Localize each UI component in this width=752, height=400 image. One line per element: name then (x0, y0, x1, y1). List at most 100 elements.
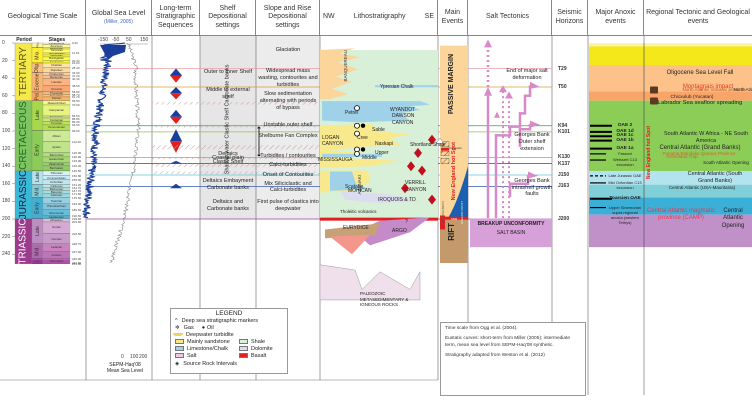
epoch-label: Late (32, 101, 43, 131)
regional-band (589, 91, 752, 101)
slope-setting-text: Widespread mass wasting, contourites and… (258, 67, 318, 88)
regional-event-label: North Atlantic Volcanic province (682, 87, 746, 93)
stage-block (42, 259, 71, 265)
period-label: JURASSIC (15, 170, 32, 220)
epoch-label: Mid. (32, 185, 43, 198)
litho-label: Naskapi (375, 140, 394, 147)
note-time-scale: Time scale from Ogg et al. (2004). (445, 326, 518, 331)
seismic-horizon-label: J150 (558, 172, 570, 178)
stage-label: Burdigalian (43, 57, 70, 61)
period-name: JURASSIC (18, 170, 30, 220)
sea-level-axis-tick: -150 (98, 37, 109, 43)
header-main-events: Main Events (438, 0, 468, 35)
litho-label: ? (405, 219, 408, 225)
stage-label: Sinemurian (43, 210, 70, 216)
volcanics-bar (441, 147, 449, 151)
source-rock-icon (428, 134, 436, 145)
end-salt-deformation-label: End of major salt deformation (506, 67, 548, 81)
abenaki-carbonate (330, 171, 370, 191)
slope-setting-text: First pulse of clastics into deepwater (257, 199, 319, 212)
sandstone-swatch (175, 339, 184, 345)
stage-label: Norian (43, 222, 70, 234)
epoch-label: E. (32, 259, 43, 264)
volcanics-label: Volcanics (449, 145, 462, 150)
litho-label: ARGO (392, 227, 407, 234)
source-rock-icon (428, 194, 436, 205)
seismic-horizon-label: T29 (558, 65, 567, 72)
anoxic-event-label: Mid Oxfordian C13 excursion (608, 179, 642, 190)
stage-label: Bartonian (43, 76, 70, 79)
header-sea-level: Global Sea Level (Miller, 2005) (86, 0, 152, 35)
litho-label: MISSISSAUGA (318, 156, 353, 163)
volcano-icon (435, 137, 445, 144)
seismic-horizon-label: T50 (558, 84, 567, 90)
stage-age: 150.80 (72, 173, 82, 178)
oceanic-crust (448, 166, 468, 219)
stage-age: 199.60 (72, 216, 82, 221)
stage-age: 85.80 (72, 116, 80, 121)
stage-age: 112.00 (72, 139, 81, 144)
stage-label: Bathonian (43, 188, 70, 191)
shelf-setting-text: Outer to Inner Shelf (204, 68, 252, 75)
stage-age: 228.70 (72, 242, 82, 247)
litho-label: Middle (362, 154, 377, 161)
age-tick-label: 180 (2, 198, 11, 205)
stage-label: Oxfordian (43, 180, 70, 185)
stage-age: 249.50 (72, 260, 82, 265)
epoch-name: Mid. (34, 246, 41, 257)
stage-label: Pleistocene (43, 43, 70, 45)
regional-event-label: Central Atlantic magmatic province (CAMP… (646, 207, 716, 222)
stage-label: Rupelian (43, 68, 70, 73)
limestone-swatch (175, 346, 184, 352)
epoch-name: Mid. (34, 185, 41, 196)
stage-age: 130.00 (72, 155, 82, 160)
epoch-label: Early (32, 131, 43, 172)
header-time-scale-label: Geological Time Scale (7, 13, 78, 21)
source-rock-icon: ◈ (175, 361, 180, 367)
litho-label: BANQUEREAU (343, 50, 348, 82)
litho-label: VERRILL CANYON (405, 180, 427, 193)
legend-item-deep-sea: ^Deep sea stratigraphic markers (175, 318, 258, 324)
oil-icon: ● (201, 325, 206, 331)
stage-label: Hettangian (43, 216, 70, 219)
age-tick-label: 60 (2, 92, 8, 99)
stage-label: Zanclean (43, 45, 70, 48)
banquereau-sand (320, 48, 360, 100)
stage-label: Coniacian (43, 119, 70, 122)
stage-age: 58.70 (72, 92, 80, 97)
header-litho-nw: NW (323, 13, 335, 21)
sea-level-bottom-label: SEPM-Haq'08 (109, 362, 141, 368)
stage-age: 133.90 (72, 158, 82, 163)
header-litho-label: Lithostratigraphy (353, 13, 406, 21)
regional-event-label: Chicxulub (Yucatan) (670, 95, 714, 101)
litho-label: EURYDICE (343, 225, 369, 232)
seismic-horizon-label: K94 (558, 122, 568, 129)
logan-canyon-sand (320, 123, 410, 168)
stage-age: 251.00 (72, 261, 82, 266)
legend-item-sandstone: Mainly sandstone (175, 339, 230, 345)
hiatus-hatch (152, 171, 320, 175)
shelf-setting-text: Coastal plain (212, 155, 244, 162)
slope-setting-text: Unstable outer shelf (263, 122, 313, 129)
legend-label: Limestone/Chalk (187, 346, 228, 352)
regional-event-label: South Atlantic Opening (703, 159, 749, 165)
slope-setting-text: Shelburne Fan Complex (258, 133, 318, 140)
legend: LEGEND ^Deep sea stratigraphic markers ✲… (170, 308, 288, 374)
regional-band (589, 197, 752, 215)
stage-age: 37.20 (72, 73, 80, 78)
regional-event-label: South Atlantic W Africa - NE South Ameri… (663, 131, 749, 145)
period-name: TRIASSIC (18, 218, 29, 265)
legend-item-source-rock: ◈Source Rock Intervals (175, 361, 237, 367)
source-rock-icon (414, 148, 422, 158)
stage-age: 23.03 (72, 61, 80, 66)
basalt-layer (320, 217, 438, 221)
header-sea-level-label: Global Sea Level (91, 10, 146, 18)
seismic-horizon-label: J200 (558, 216, 570, 222)
epoch-name: Late (34, 172, 41, 183)
epoch-label: Plio (32, 42, 43, 48)
stage-label: Olenekian (43, 259, 70, 264)
sequence-triangle-up (170, 109, 182, 117)
legend-label: Oil (207, 325, 214, 331)
stage-label: Barremian (43, 153, 70, 158)
stage-age: 125.00 (72, 151, 82, 155)
